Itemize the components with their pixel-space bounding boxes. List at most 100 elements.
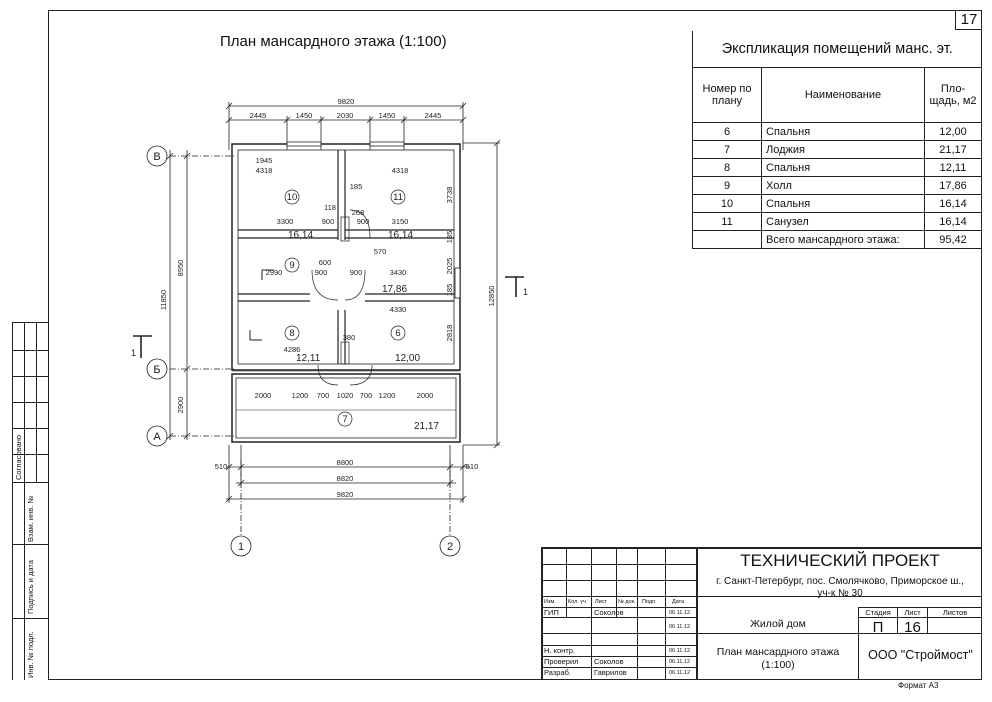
room-marker: [390, 325, 406, 341]
col-header: Лист: [595, 599, 607, 605]
dim-text: 9820: [338, 97, 355, 106]
sign-date: 06.11.12: [669, 648, 691, 654]
room-number: 7: [342, 414, 347, 425]
person-name: Соколов: [594, 608, 624, 617]
dim-text: 700: [317, 391, 330, 400]
row-area: 16,14: [924, 212, 982, 231]
dim-text: 1200: [292, 391, 309, 400]
stage-label: Стадия: [865, 608, 891, 617]
room-area: 21,17: [414, 421, 439, 432]
dim-text: 510: [466, 462, 479, 471]
dim-text: 3300: [277, 217, 294, 226]
dim-text: 2818: [445, 325, 454, 342]
dim-text: 1020: [337, 391, 354, 400]
section-label: 1: [131, 348, 136, 358]
dim-text: 2000: [255, 391, 272, 400]
total-row: Всего мансардного этажа:95,42: [692, 230, 982, 249]
room-area: 17,86: [382, 284, 407, 295]
dim-text: 600: [319, 258, 332, 267]
format-label: Формат А3: [898, 681, 939, 690]
dim-text: 118: [324, 203, 336, 212]
role-label: Разраб.: [544, 668, 572, 677]
col-header: Изм.: [544, 599, 556, 605]
dim-text: 3738: [445, 187, 454, 204]
axis-marker-2: [439, 535, 461, 557]
dim-text: 4318: [256, 166, 273, 175]
dim-text: 8950: [176, 260, 185, 277]
room-marker: [284, 189, 300, 205]
room-area: 16,14: [388, 230, 413, 241]
dim-text: 2900: [176, 397, 185, 414]
row-name: Спальня: [761, 158, 925, 177]
dim-text: 700: [360, 391, 373, 400]
room-number: 11: [393, 192, 403, 203]
row-area: 17,86: [924, 176, 982, 195]
sign-date: 06.11.12: [669, 610, 691, 616]
dim-text: 4330: [390, 305, 407, 314]
person-name: Гаврилов: [594, 668, 627, 677]
dim-text: 900: [357, 217, 370, 226]
axis-label: 1: [238, 541, 244, 553]
sheet-number: 17: [955, 10, 982, 30]
sheet-title-2: (1:100): [761, 659, 795, 671]
dim-ticks-bottom: [225, 445, 467, 503]
explication-table: Экспликация помещений манс. эт. Номер по…: [692, 31, 982, 249]
role-label: ГИП: [544, 608, 559, 617]
walls: [231, 141, 461, 443]
side-label: Инв. № подл.: [26, 631, 35, 678]
dim-text: 900: [315, 268, 328, 277]
dim-text: 8820: [337, 474, 354, 483]
col-header: № док.: [618, 599, 636, 605]
dim-text: 2445: [250, 111, 267, 120]
side-label: Взам. инв. №: [26, 495, 35, 542]
dim-text: 1450: [296, 111, 313, 120]
axis-marker-v: [146, 145, 168, 167]
dim-text: 570: [374, 247, 387, 256]
role-label: Проверил: [544, 657, 579, 666]
room-area: 16,14: [288, 230, 313, 241]
col-header: Дата: [672, 599, 685, 605]
room-marker: [284, 325, 300, 341]
dim-text: 380: [343, 333, 356, 342]
room-area: 12,11: [296, 353, 321, 364]
dim-text: 2000: [417, 391, 434, 400]
person-name: Соколов: [594, 657, 624, 666]
dim-text: 510: [215, 462, 228, 471]
axis-label: В: [153, 151, 160, 163]
axis-label: А: [153, 431, 161, 443]
room-number: 6: [395, 328, 400, 339]
room-marker: [390, 189, 406, 205]
dim-text: 12850: [487, 286, 496, 307]
dim-text: 1200: [379, 391, 396, 400]
room-marker: [337, 411, 353, 427]
sign-date: 06.11.12: [669, 624, 691, 630]
axis-label: Б: [153, 364, 160, 376]
axis-marker-a: [146, 425, 168, 447]
side-label: Согласовано: [14, 434, 23, 480]
dim-text: 900: [322, 217, 335, 226]
dim-text: 185: [445, 231, 454, 244]
sheet-value: 16: [904, 619, 921, 636]
side-stamp: Согласовано Взам. инв. № Подпись и дата …: [12, 322, 48, 680]
sign-date: 06.11.12: [669, 659, 691, 665]
dim-text: 2445: [425, 111, 442, 120]
row-name: Лоджия: [761, 140, 925, 159]
section-marks: [133, 276, 524, 358]
dim-text: 185: [445, 284, 454, 297]
role-label: Н. контр.: [544, 646, 575, 655]
dim-text: 268: [352, 208, 365, 217]
total-area: 95,42: [924, 230, 982, 249]
col-header: Кол. уч: [568, 599, 587, 605]
row-name: Спальня: [761, 122, 925, 141]
dim-text: 2025: [445, 258, 454, 275]
sheets-label: Листов: [942, 608, 968, 617]
company-name: ООО "Строймост": [868, 648, 973, 662]
sheet-frame: [48, 10, 982, 680]
row-name: Санузел: [761, 212, 925, 231]
dim-text: 2030: [337, 111, 354, 120]
